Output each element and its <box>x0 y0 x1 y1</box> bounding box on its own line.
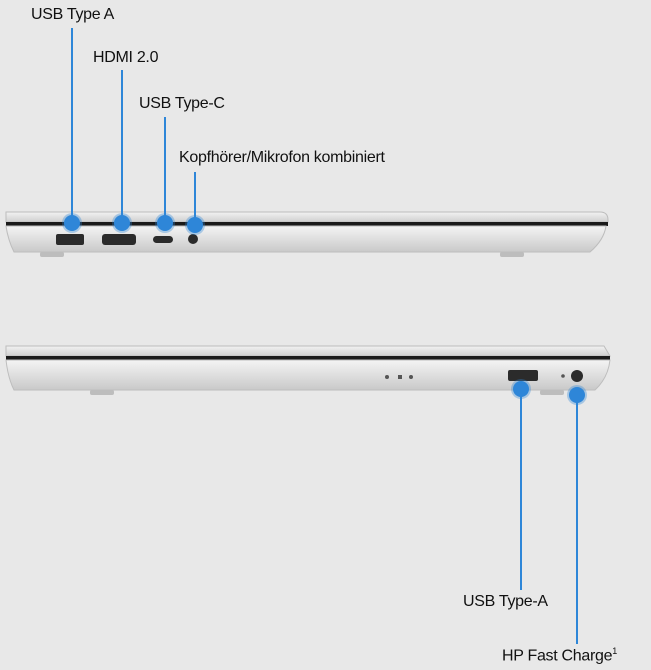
audio-jack <box>188 234 198 244</box>
marker-audio <box>187 217 203 233</box>
power-jack <box>571 370 583 382</box>
usb-type-a-right-label: USB Type-A <box>463 593 548 610</box>
marker-usb-a-left <box>64 215 80 231</box>
usb-a-port-left <box>56 234 84 245</box>
marker-hdmi <box>114 215 130 231</box>
leader-line-usb-a-left <box>71 28 73 220</box>
usb-a-port-right <box>508 370 538 381</box>
leader-line-hdmi <box>121 70 123 220</box>
charge-led <box>561 374 565 378</box>
hdmi-label: HDMI 2.0 <box>93 49 159 66</box>
hdmi-port <box>102 234 136 245</box>
usb-type-a-left-label: USB Type A <box>31 6 114 23</box>
usb-type-c-label: USB Type-C <box>139 95 225 112</box>
leader-line-usb-c <box>164 117 166 220</box>
indicator-light <box>409 375 413 379</box>
leader-line-usb-a-right <box>520 390 522 590</box>
marker-fast-charge <box>569 387 585 403</box>
leader-line-fast-charge <box>576 396 578 644</box>
laptop-left-side-view <box>5 211 609 257</box>
hp-fast-charge-label: HP Fast Charge1 <box>502 646 617 665</box>
indicator-light <box>385 375 389 379</box>
marker-usb-c <box>157 215 173 231</box>
usb-c-port <box>153 236 173 243</box>
laptop-right-side-view <box>5 345 611 395</box>
indicator-light <box>398 375 402 379</box>
audio-combo-label: Kopfhörer/Mikrofon kombiniert <box>179 149 385 166</box>
marker-usb-a-right <box>513 381 529 397</box>
leader-line-audio <box>194 172 196 220</box>
